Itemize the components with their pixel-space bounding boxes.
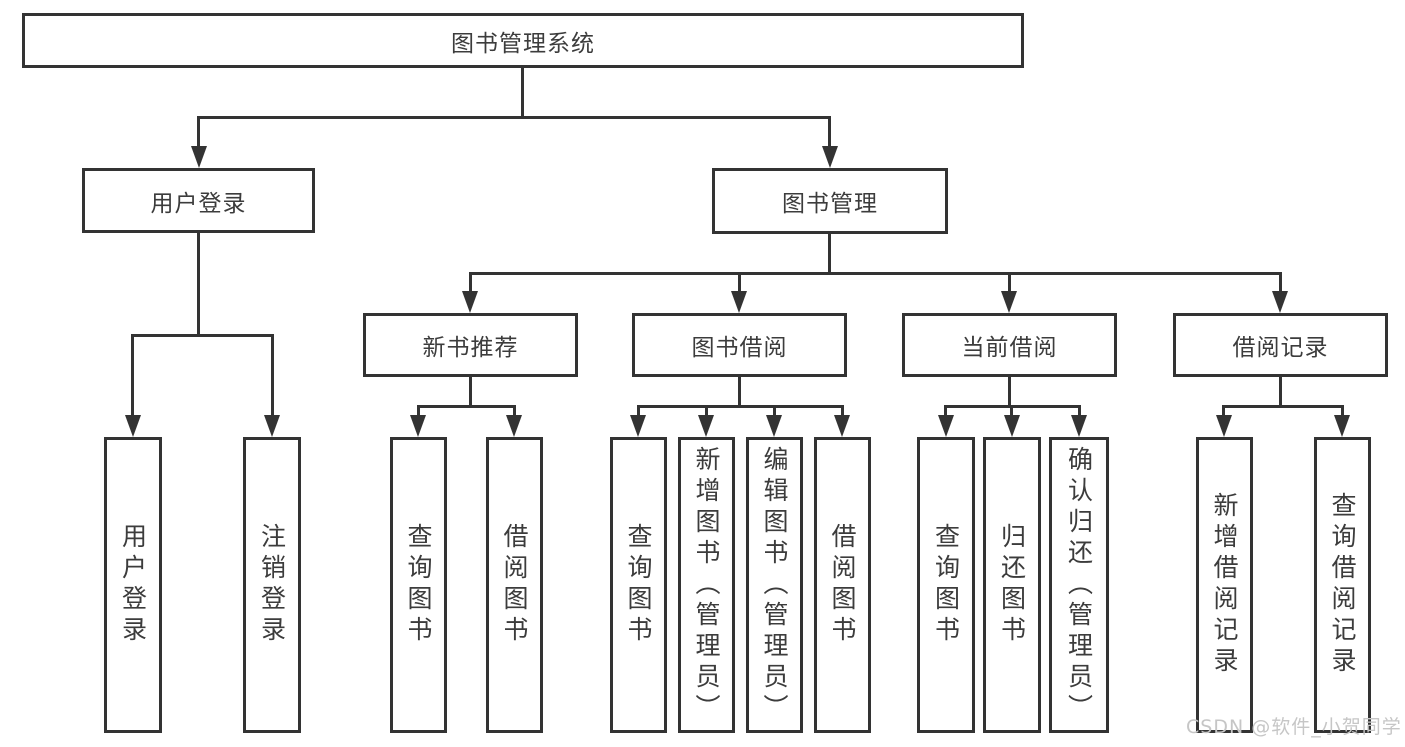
node-book-management-label: 图书管理 <box>782 191 878 217</box>
arrow-down-marker <box>1004 415 1020 437</box>
arrow-down-marker <box>264 415 280 437</box>
leaf-current-query-books-label: 查询图书 <box>931 523 961 647</box>
leaf-current-return-books: 归还图书 <box>983 437 1041 733</box>
connector-line <box>469 272 1282 275</box>
arrow-down-marker <box>822 146 838 168</box>
connector-line <box>197 233 200 336</box>
arrow-down-marker <box>630 415 646 437</box>
connector-line <box>513 405 516 423</box>
connector-line <box>1222 405 1344 408</box>
node-borrow-records-label: 借阅记录 <box>1232 335 1329 361</box>
leaf-records-add-record: 新增借阅记录 <box>1196 437 1253 733</box>
arrow-down-marker <box>731 291 747 313</box>
connector-line <box>1279 377 1282 408</box>
connector-line <box>1341 405 1344 423</box>
arrow-down-marker <box>506 415 522 437</box>
connector-line <box>1078 405 1081 423</box>
arrow-down-marker <box>1001 291 1017 313</box>
arrow-down-marker <box>834 415 850 437</box>
connector-line <box>1279 272 1282 294</box>
connector-line <box>773 405 776 423</box>
connector-line <box>944 405 947 423</box>
leaf-borrowing-borrow-books: 借阅图书 <box>814 437 871 733</box>
leaf-user-login-label: 用户登录 <box>118 523 148 647</box>
node-book-borrowing-label: 图书借阅 <box>691 335 788 361</box>
watermark: CSDN @软件_小贺同学 <box>1186 716 1402 738</box>
leaf-current-query-books: 查询图书 <box>917 437 975 733</box>
arrow-down-marker <box>1334 415 1350 437</box>
connector-line <box>271 334 274 418</box>
connector-line <box>1008 272 1011 294</box>
leaf-borrowing-edit-books-admin-label: 编辑图书（管理员） <box>760 445 789 725</box>
leaf-logout: 注销登录 <box>243 437 301 733</box>
leaf-newbook-borrow-books: 借阅图书 <box>486 437 543 733</box>
connector-line <box>417 405 420 423</box>
leaf-current-confirm-return-admin: 确认归还（管理员） <box>1049 437 1109 733</box>
connector-line <box>828 234 831 275</box>
connector-line <box>197 116 200 148</box>
arrow-down-marker <box>1071 415 1087 437</box>
arrow-down-marker <box>698 415 714 437</box>
node-root-label: 图书管理系统 <box>451 30 595 57</box>
arrow-down-marker <box>1216 415 1232 437</box>
leaf-records-add-record-label: 新增借阅记录 <box>1210 492 1239 678</box>
leaf-newbook-query-books: 查询图书 <box>390 437 447 733</box>
leaf-borrowing-add-books-admin: 新增图书（管理员） <box>678 437 735 733</box>
node-new-book-recommend: 新书推荐 <box>363 313 578 377</box>
connector-line <box>131 334 274 337</box>
connector-line <box>521 68 524 118</box>
arrow-down-marker <box>410 415 426 437</box>
connector-line <box>738 272 741 294</box>
connector-line <box>1008 377 1011 408</box>
connector-line <box>469 272 472 294</box>
connector-line <box>417 405 516 408</box>
node-current-borrowing-label: 当前借阅 <box>961 335 1058 361</box>
connector-line <box>828 116 831 148</box>
leaf-borrowing-query-books: 查询图书 <box>610 437 667 733</box>
leaf-user-login: 用户登录 <box>104 437 162 733</box>
leaf-logout-label: 注销登录 <box>257 523 287 647</box>
node-new-book-recommend-label: 新书推荐 <box>422 335 519 361</box>
arrow-down-marker <box>1272 291 1288 313</box>
connector-line <box>705 405 708 423</box>
leaf-newbook-query-books-label: 查询图书 <box>404 523 433 647</box>
leaf-records-query-record-label: 查询借阅记录 <box>1328 492 1357 678</box>
connector-line <box>197 116 831 119</box>
connector-line <box>841 405 844 423</box>
leaf-borrowing-edit-books-admin: 编辑图书（管理员） <box>746 437 803 733</box>
leaf-borrowing-add-books-admin-label: 新增图书（管理员） <box>692 445 721 725</box>
arrow-down-marker <box>462 291 478 313</box>
connector-line <box>131 334 134 418</box>
node-book-management: 图书管理 <box>712 168 948 234</box>
connector-line <box>469 377 472 408</box>
leaf-borrowing-query-books-label: 查询图书 <box>624 523 653 647</box>
node-user-login: 用户登录 <box>82 168 315 233</box>
connector-line <box>1222 405 1225 423</box>
arrow-down-marker <box>938 415 954 437</box>
connector-line <box>738 377 741 408</box>
leaf-current-return-books-label: 归还图书 <box>997 523 1027 647</box>
arrow-down-marker <box>766 415 782 437</box>
connector-line <box>637 405 844 408</box>
leaf-newbook-borrow-books-label: 借阅图书 <box>500 523 529 647</box>
arrow-down-marker <box>191 146 207 168</box>
leaf-borrowing-borrow-books-label: 借阅图书 <box>828 523 857 647</box>
leaf-records-query-record: 查询借阅记录 <box>1314 437 1371 733</box>
node-root: 图书管理系统 <box>22 13 1024 68</box>
leaf-current-confirm-return-admin-label: 确认归还（管理员） <box>1064 445 1094 725</box>
node-book-borrowing: 图书借阅 <box>632 313 847 377</box>
node-user-login-label: 用户登录 <box>150 190 247 217</box>
node-current-borrowing: 当前借阅 <box>902 313 1117 377</box>
arrow-down-marker <box>125 415 141 437</box>
connector-line <box>1010 405 1013 423</box>
connector-line <box>637 405 640 423</box>
node-borrow-records: 借阅记录 <box>1173 313 1388 377</box>
